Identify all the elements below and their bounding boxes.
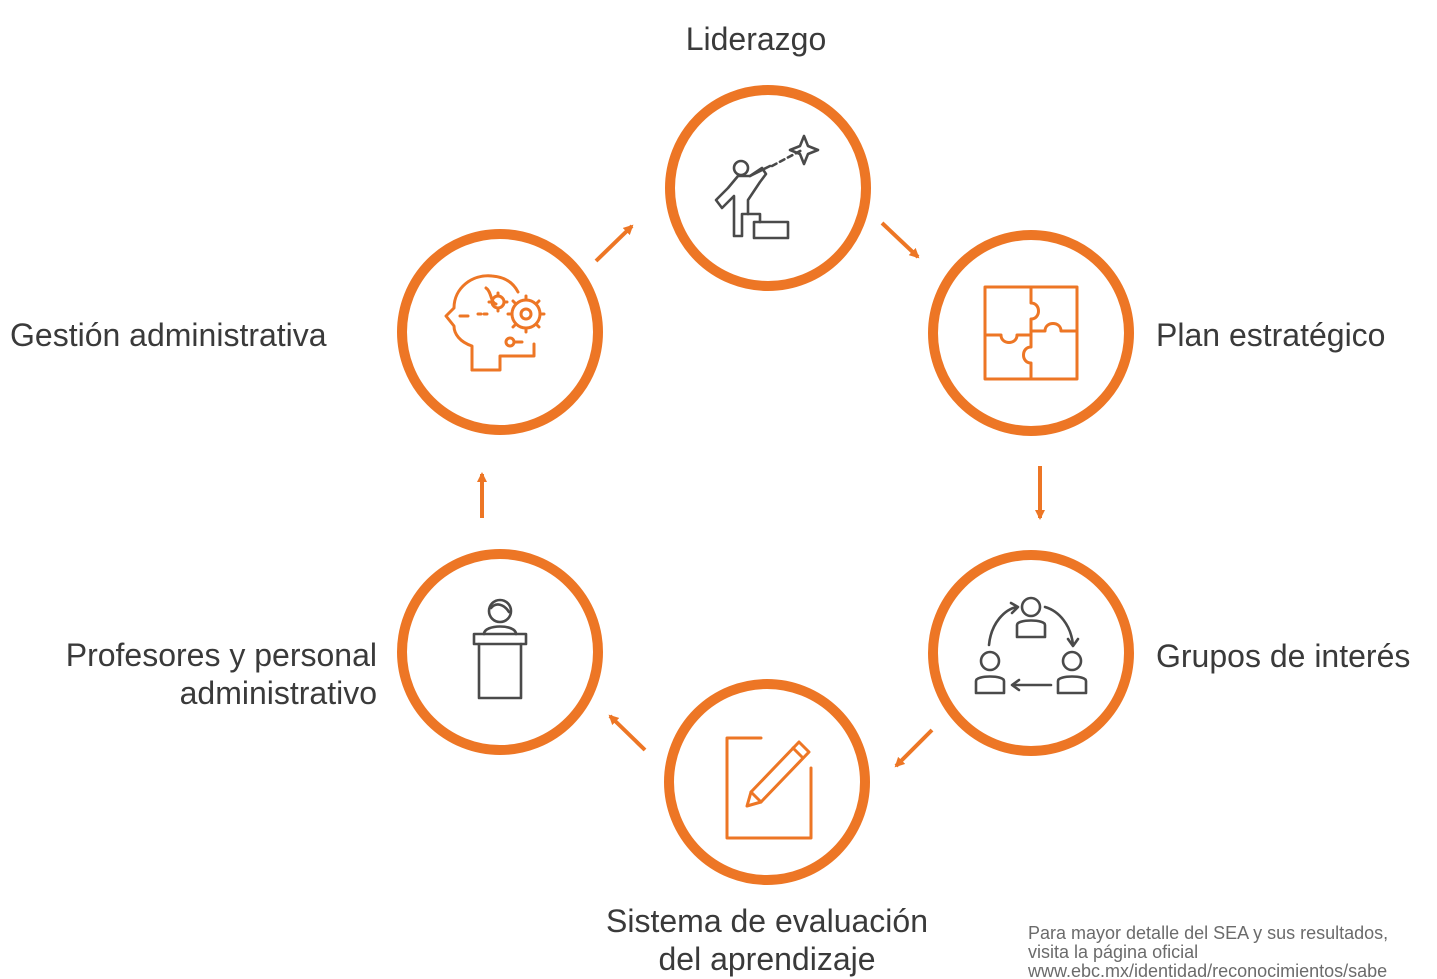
node-circle-liderazgo	[665, 85, 871, 291]
node-label-gestion: Gestión administrativa	[10, 316, 327, 354]
edit-document-icon	[725, 736, 813, 840]
node-circle-grupos	[928, 550, 1134, 756]
node-circle-gestion	[397, 229, 603, 435]
label-line: Gestión administrativa	[10, 317, 327, 353]
arrow-liderazgo-plan	[880, 221, 920, 259]
puzzle-icon	[983, 285, 1079, 381]
label-line: Grupos de interés	[1156, 638, 1411, 674]
label-line: Sistema de evaluación	[606, 903, 928, 939]
node-label-sistema: Sistema de evaluación del aprendizaje	[560, 902, 974, 978]
label-line: Liderazgo	[685, 21, 827, 57]
footnote-line-1: Para mayor detalle del SEA y sus resulta…	[1028, 924, 1389, 943]
arrow-grupos-sistema	[894, 728, 934, 768]
arrow-gestion-liderazgo	[594, 224, 634, 263]
head-gears-icon	[444, 274, 546, 372]
label-line: Profesores y personal	[65, 637, 377, 673]
node-label-grupos: Grupos de interés	[1156, 637, 1410, 675]
speaker-podium-icon	[472, 598, 528, 700]
label-line: administrativo	[179, 675, 377, 711]
label-line: del aprendizaje	[658, 941, 876, 977]
node-label-plan: Plan estratégico	[1156, 316, 1385, 354]
node-label-liderazgo: Liderazgo	[0, 20, 1437, 58]
leader-pointing-star-icon	[714, 134, 820, 240]
footnote-url: www.ebc.mx/identidad/reconocimientos/sab…	[1028, 961, 1388, 979]
footnote-line-2: visita la página oficial	[1028, 942, 1199, 962]
node-label-profesores: Profesores y personal administrativo	[66, 636, 377, 712]
node-circle-sistema	[664, 679, 870, 885]
arrow-sistema-profesores	[608, 714, 647, 752]
label-line: Plan estratégico	[1156, 317, 1386, 353]
node-circle-profesores	[397, 549, 603, 755]
footnote: Para mayor detalle del SEA y sus resulta…	[1028, 924, 1437, 979]
people-cycle-icon	[974, 596, 1088, 695]
